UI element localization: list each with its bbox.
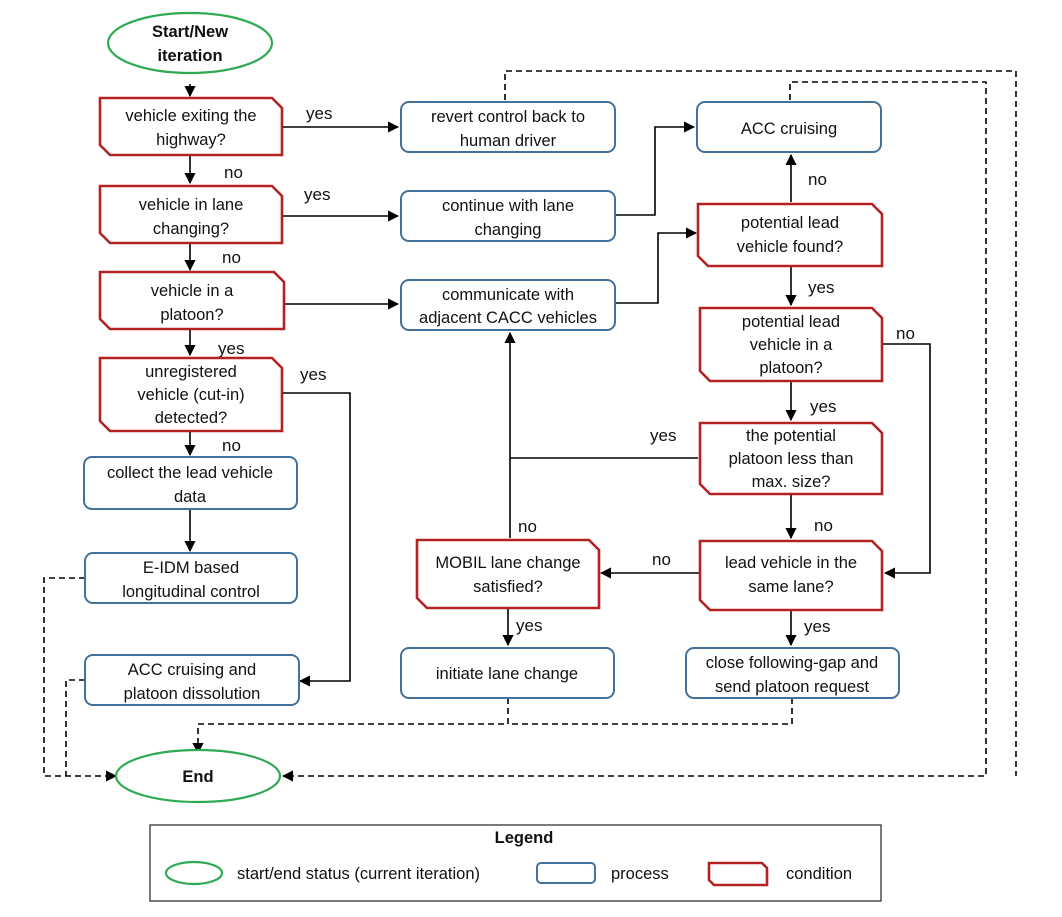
edge-cutin-yes	[282, 392, 351, 687]
condition-text: platoon?	[160, 306, 223, 324]
process-continue-lane-changing: continue with lane changing	[400, 190, 616, 242]
legend-ellipse-swatch	[164, 860, 224, 886]
label-yes: yes	[804, 617, 830, 636]
condition-mobil-satisfied: MOBIL lane change satisfied?	[415, 538, 601, 610]
condition-in-lane-changing: vehicle in lane changing?	[98, 184, 284, 245]
process-text: human driver	[460, 132, 557, 150]
legend-label-condition: condition	[786, 865, 852, 883]
condition-text: potential lead	[741, 214, 839, 232]
process-text: revert control back to	[431, 108, 585, 126]
label-no: no	[808, 170, 827, 189]
process-text: adjacent CACC vehicles	[419, 309, 597, 327]
edge-eidm-to-end	[43, 577, 118, 782]
edge-communicate-to-found	[615, 227, 698, 304]
edge-acc-to-end	[281, 81, 987, 782]
condition-text: vehicle (cut-in)	[137, 386, 244, 404]
label-yes: yes	[808, 278, 834, 297]
edge-initiate-to-end	[192, 698, 509, 755]
label-no: no	[222, 248, 241, 267]
edge-continue-to-acc	[615, 121, 696, 216]
condition-text: same lane?	[748, 578, 833, 596]
condition-text: lead vehicle in the	[725, 554, 857, 572]
condition-in-platoon: vehicle in a platoon?	[98, 270, 286, 331]
condition-text: potential lead	[742, 313, 840, 331]
label-yes: yes	[650, 426, 676, 445]
condition-text: vehicle found?	[737, 238, 843, 256]
label-yes: yes	[300, 365, 326, 384]
process-eidm-control: E-IDM based longitudinal control	[84, 552, 298, 604]
label-yes: yes	[516, 616, 542, 635]
process-text: changing	[475, 221, 542, 239]
connectors	[43, 70, 1017, 782]
condition-text: max. size?	[752, 473, 831, 491]
process-text: collect the lead vehicle	[107, 464, 273, 482]
label-yes: yes	[218, 339, 244, 358]
process-text: data	[174, 488, 207, 506]
process-text: continue with lane	[442, 197, 574, 215]
legend-process-swatch	[536, 862, 596, 884]
label-no: no	[814, 516, 833, 535]
label-no: no	[896, 324, 915, 343]
condition-text: vehicle exiting the	[125, 107, 256, 125]
condition-text: platoon?	[759, 359, 822, 377]
condition-text: detected?	[155, 409, 227, 427]
process-collect-lead-data: collect the lead vehicle data	[83, 456, 298, 510]
condition-text: vehicle in a	[151, 282, 234, 300]
process-text: platoon dissolution	[124, 685, 261, 703]
process-acc-dissolution: ACC cruising and platoon dissolution	[84, 654, 300, 706]
nodes: Start/New iteration End vehicle exiting …	[83, 11, 900, 804]
process-close-gap: close following-gap and send platoon req…	[685, 647, 900, 699]
legend: Legend start/end status (current iterati…	[149, 824, 882, 902]
condition-text: vehicle in lane	[139, 196, 244, 214]
label-no: no	[518, 517, 537, 536]
process-acc-cruising: ACC cruising	[696, 101, 882, 153]
condition-text: highway?	[156, 131, 226, 149]
process-text: send platoon request	[715, 678, 870, 696]
start-node: Start/New iteration	[106, 11, 274, 75]
end-node: End	[114, 748, 282, 804]
condition-unregistered-vehicle: unregistered vehicle (cut-in) detected?	[98, 356, 284, 433]
end-label: End	[182, 768, 213, 786]
process-communicate-cacc: communicate with adjacent CACC vehicles	[400, 279, 616, 331]
edge-closegap-to-end	[508, 698, 793, 725]
condition-text: the potential	[746, 427, 836, 445]
process-text: ACC cruising and	[128, 661, 256, 679]
condition-potential-lead-found: potential lead vehicle found?	[696, 202, 884, 268]
legend-title: Legend	[495, 829, 554, 847]
label-yes: yes	[304, 185, 330, 204]
process-revert-control: revert control back to human driver	[400, 101, 616, 153]
condition-platoon-size: the potential platoon less than max. siz…	[698, 421, 884, 496]
process-text: ACC cruising	[741, 120, 837, 138]
start-line-2: iteration	[157, 47, 222, 65]
edge-inplatoon-no	[883, 343, 931, 579]
process-text: communicate with	[442, 286, 574, 304]
label-no: no	[222, 436, 241, 455]
start-line-1: Start/New	[152, 23, 228, 41]
condition-text: unregistered	[145, 363, 237, 381]
condition-text: platoon less than	[729, 450, 854, 468]
condition-lead-same-lane: lead vehicle in the same lane?	[698, 539, 884, 612]
condition-exit-highway: vehicle exiting the highway?	[98, 96, 284, 157]
condition-text: vehicle in a	[750, 336, 833, 354]
label-no: no	[652, 550, 671, 569]
condition-text: satisfied?	[473, 578, 543, 596]
legend-condition-swatch	[707, 861, 769, 887]
process-initiate-lane-change: initiate lane change	[400, 647, 615, 699]
label-yes: yes	[306, 104, 332, 123]
condition-text: MOBIL lane change	[435, 554, 580, 572]
label-no: no	[224, 163, 243, 182]
process-text: initiate lane change	[436, 665, 578, 683]
process-text: longitudinal control	[122, 583, 260, 601]
edge-labels: yes no yes no yes yes no no yes no yes y…	[218, 104, 915, 636]
condition-text: changing?	[153, 220, 229, 238]
label-yes: yes	[810, 397, 836, 416]
process-text: E-IDM based	[143, 559, 239, 577]
legend-label-process: process	[611, 865, 669, 883]
edge-accdissolve-to-end	[65, 679, 85, 776]
legend-label-ellipse: start/end status (current iteration)	[237, 865, 480, 883]
condition-lead-in-platoon: potential lead vehicle in a platoon?	[698, 306, 884, 383]
process-text: close following-gap and	[706, 654, 878, 672]
edge-revert-to-end	[504, 70, 1017, 776]
